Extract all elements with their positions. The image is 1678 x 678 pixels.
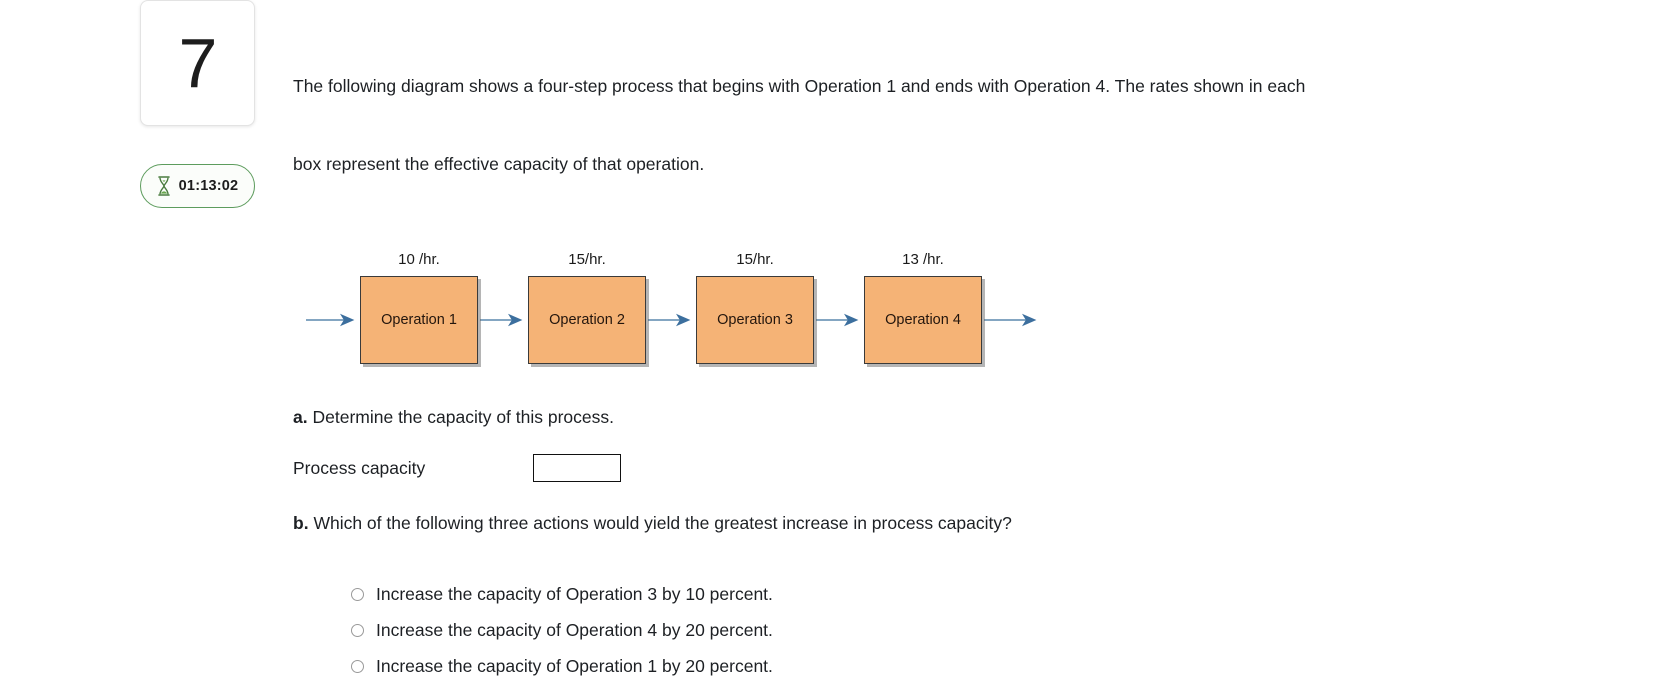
operation-label-3: Operation 3 <box>717 312 793 328</box>
option-label-1: Increase the capacity of Operation 3 by … <box>376 584 773 604</box>
hourglass-icon <box>157 176 171 196</box>
operation-box-1: Operation 1 <box>360 276 478 364</box>
part-b-prompt: Which of the following three actions wou… <box>313 513 1012 533</box>
part-a-prompt: Determine the capacity of this process. <box>312 407 615 427</box>
question-number-card: 7 <box>140 0 255 126</box>
part-a-marker: a. <box>293 407 308 427</box>
rate-label-1: 10 /hr. <box>398 251 440 268</box>
timer-badge: 01:13:02 <box>140 164 255 208</box>
operation-label-4: Operation 4 <box>885 312 961 328</box>
option-label-3: Increase the capacity of Operation 1 by … <box>376 656 773 676</box>
option-row-2[interactable]: Increase the capacity of Operation 4 by … <box>351 612 1678 648</box>
part-b-marker: b. <box>293 513 309 533</box>
question-content: The following diagram shows a four-step … <box>293 0 1678 678</box>
operation-label-1: Operation 1 <box>381 312 457 328</box>
process-capacity-row: Process capacity <box>293 454 1678 482</box>
operation-label-2: Operation 2 <box>549 312 625 328</box>
operation-box-3: Operation 3 <box>696 276 814 364</box>
question-stem: The following diagram shows a four-step … <box>293 21 1678 229</box>
part-a: a. Determine the capacity of this proces… <box>293 404 1678 430</box>
diagram-arrows <box>306 313 1037 327</box>
stem-line-1: The following diagram shows a four-step … <box>293 76 1306 96</box>
radio-button-1[interactable] <box>351 587 364 601</box>
stem-line-2: box represent the effective capacity of … <box>293 154 705 174</box>
radio-button-3[interactable] <box>351 659 364 673</box>
option-label-2: Increase the capacity of Operation 4 by … <box>376 620 773 640</box>
process-capacity-input[interactable] <box>533 454 621 482</box>
operation-box-2: Operation 2 <box>528 276 646 364</box>
operation-box-4: Operation 4 <box>864 276 982 364</box>
left-rail: 7 01:13:02 <box>140 0 260 208</box>
radio-button-2[interactable] <box>351 623 364 637</box>
rate-label-4: 13 /hr. <box>902 251 944 268</box>
process-diagram: 10 /hr. 15/hr. 15/hr. 13 /hr. Operation … <box>298 251 1058 366</box>
rate-label-3: 15/hr. <box>736 251 774 268</box>
process-capacity-label: Process capacity <box>293 457 426 478</box>
part-b: b. Which of the following three actions … <box>293 510 1678 536</box>
timer-value: 01:13:02 <box>178 178 239 194</box>
option-row-3[interactable]: Increase the capacity of Operation 1 by … <box>351 648 1678 678</box>
part-b-options: Increase the capacity of Operation 3 by … <box>351 576 1678 678</box>
option-row-1[interactable]: Increase the capacity of Operation 3 by … <box>351 576 1678 612</box>
question-number: 7 <box>178 24 218 102</box>
rate-label-2: 15/hr. <box>568 251 606 268</box>
